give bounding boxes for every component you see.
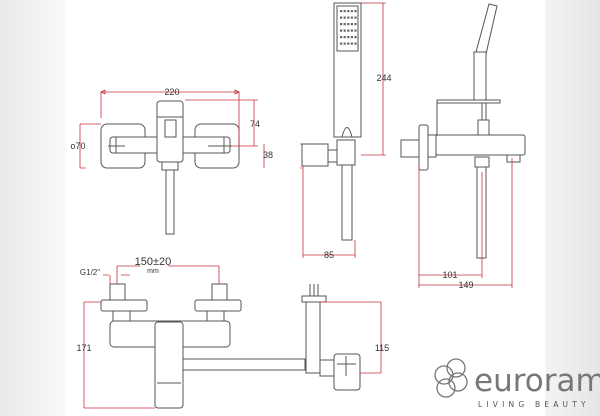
dim-171: 171 [76,343,91,353]
dim-149: 149 [458,280,473,290]
dim-115: 115 [375,343,389,353]
nozzle [340,10,343,13]
nozzle [350,29,353,32]
brand-tagline: LIVING BEAUTY [478,400,590,409]
nozzle [343,10,346,13]
dim-74: 74 [250,119,260,129]
dim-101: 101 [442,270,457,280]
nozzle [347,16,350,19]
nozzle [340,42,343,45]
nozzle [343,29,346,32]
nozzle [354,42,357,45]
dim-244: 244 [376,73,391,83]
dim-38: 38 [263,150,273,160]
nozzle [354,23,357,26]
nozzle [340,29,343,32]
nozzle [347,36,350,39]
dim-unit: mm [147,268,159,275]
eurorama-logo: eurorama LIVING BEAUTY [434,358,600,409]
dim-220: 220 [164,87,179,97]
dim-150: 150±20 [135,256,172,268]
nozzle [343,16,346,19]
nozzle [343,36,346,39]
dim-85: 85 [324,250,334,260]
nozzle [350,16,353,19]
nozzle [340,36,343,39]
nozzle [340,23,343,26]
spray-nozzles [340,10,357,45]
nozzle [343,42,346,45]
nozzle [340,16,343,19]
nozzle [350,23,353,26]
nozzle [354,36,357,39]
nozzle [350,36,353,39]
nozzle [343,23,346,26]
logo-flower-icon [434,358,468,398]
thread-label: G1/2" [80,268,100,277]
hand-shower-view: 244 38 85 [263,2,392,260]
front-view: 220 74 o70 [70,87,260,235]
nozzle [347,23,350,26]
nozzle [354,10,357,13]
nozzle [347,42,350,45]
nozzle [354,16,357,19]
nozzle [350,10,353,13]
dim-o70: o70 [70,141,85,151]
nozzle [347,29,350,32]
nozzle [350,42,353,45]
nozzle [354,29,357,32]
nozzle [347,10,350,13]
brand-name: eurorama [474,363,600,399]
bottom-view: 150±20 mm G1/2" 171 115 [76,256,389,409]
side-view: 101 149 [400,3,526,290]
